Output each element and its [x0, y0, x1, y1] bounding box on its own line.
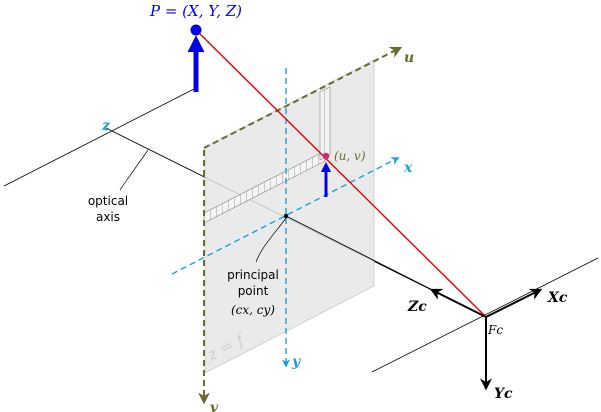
- x-axis: [171, 157, 400, 275]
- point-p-dot: [190, 24, 202, 36]
- y-axis-label: y: [291, 354, 301, 370]
- ground-line-right: [371, 257, 599, 373]
- optical-axis-label-2: axis: [96, 210, 120, 224]
- pixel-strip-vertical: [319, 86, 331, 161]
- u-axis: [203, 46, 403, 149]
- uv-label: (u, v): [334, 149, 366, 163]
- optical-axis-leader: [119, 149, 149, 191]
- pixel-strip-horizontal: [203, 150, 326, 224]
- x-axis-label: x: [403, 160, 413, 176]
- v-axis-label: v: [210, 400, 219, 412]
- projection-ray: [195, 29, 487, 318]
- camera-z-label: Zc: [407, 299, 427, 315]
- principal-point-leader: [255, 217, 287, 263]
- image-plane: [204, 59, 375, 374]
- u-axis-label: u: [404, 50, 414, 66]
- point-p-label: P = (X, Y, Z): [149, 2, 242, 20]
- ground-line-left: [3, 87, 197, 187]
- camera-y-label: Yc: [494, 386, 513, 402]
- principal-point-coords: (cx, cy): [231, 303, 275, 317]
- camera-frame-label: Fc: [487, 323, 503, 337]
- z-axis-label: z: [101, 118, 111, 134]
- camera-x-label: Xc: [547, 290, 568, 306]
- uv-dot: [322, 152, 330, 160]
- principal-point-label-1: principal: [227, 268, 279, 282]
- camera-z-axis: [429, 288, 487, 318]
- camera-x-axis: [485, 288, 543, 318]
- principal-point-label-2: point: [238, 284, 269, 298]
- optical-axis-label-1: optical: [88, 194, 128, 208]
